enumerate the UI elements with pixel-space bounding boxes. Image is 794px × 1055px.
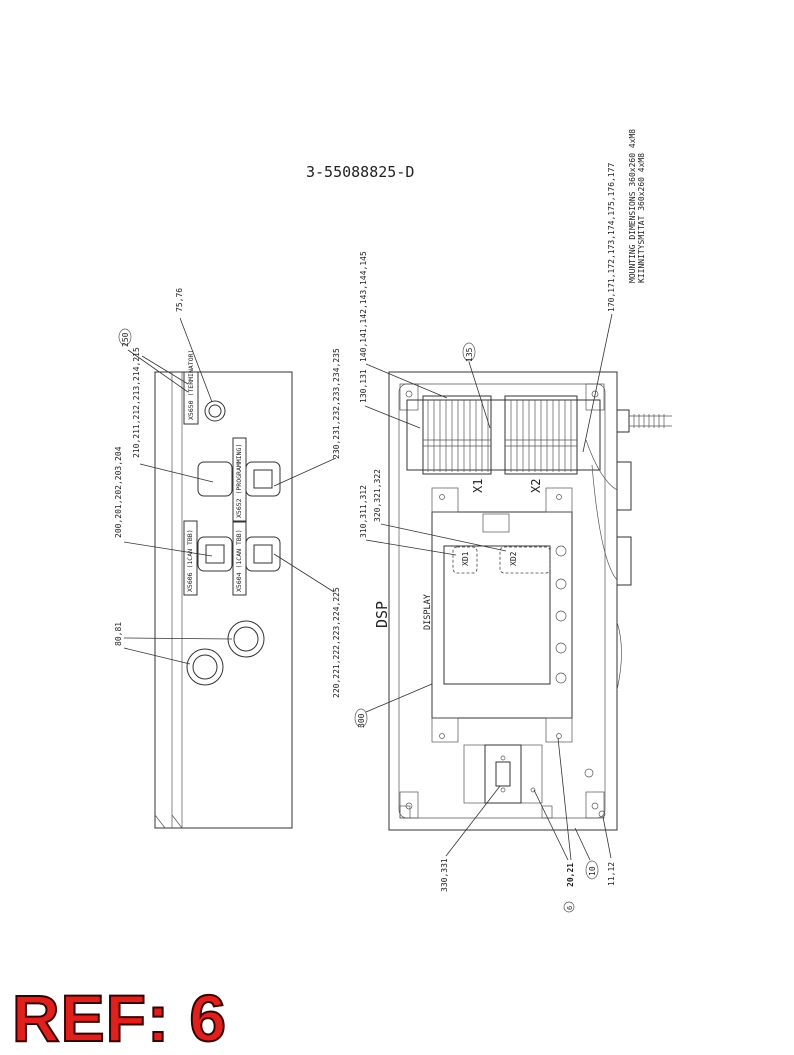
callout-300: 300: [357, 713, 366, 728]
terminal-label-x2: X2: [529, 479, 543, 493]
connector-label-x5650: X5650 (TERMINATOR): [187, 350, 195, 420]
callout-250: 250: [121, 332, 130, 347]
ref-badge: REF: 6: [11, 981, 228, 1055]
callout-210-215: 210,211,212,213,214,215: [132, 347, 141, 458]
callout-330-331: 330,331: [440, 858, 449, 892]
terminal-strip-x1: [423, 400, 491, 472]
side-view: X5650 (TERMINATOR) X5606 (1CAN TBB) X560…: [154, 350, 293, 829]
callout-170-177: 170,171,172,173,174,175,176,177: [607, 163, 616, 312]
connector-label-x5604: X5604 (1CAN TBB): [235, 529, 243, 592]
side-view-callouts: 250 75,76 210,211,212,213,214,215 200,20…: [114, 288, 341, 698]
front-view-callouts: 130,131 140,141,142,143,144,145 135 170,…: [354, 163, 616, 913]
callout-320-322: 320,321,322: [373, 469, 382, 522]
callout-310-312: 310,311,312: [359, 485, 368, 538]
callout-20-21: 20,21: [566, 863, 575, 887]
front-view: X1 X2 XD1 XD2 DSP: [373, 371, 672, 831]
callout-80-81: 80,81: [114, 622, 123, 646]
callout-140-145: 140,141,142,143,144,145: [359, 251, 368, 362]
drawing-number: 3-55088825-D: [306, 163, 414, 181]
callout-230-235: 230,231,232,233,234,235: [332, 348, 341, 459]
callout-135: 135: [465, 347, 474, 362]
connector-label-x5652: X5652 (PROGRAMMING): [235, 444, 243, 518]
mounting-dimensions-note-fi: KIINNITYSMITAT 360x260 4xM8: [637, 153, 646, 283]
callout-10: 10: [588, 866, 597, 876]
callout-75-76: 75,76: [175, 288, 184, 312]
callout-130-131: 130,131: [359, 369, 368, 403]
connector-label-x5606: X5606 (1CAN TBB): [186, 529, 194, 592]
callout-11-12: 11,12: [607, 862, 616, 886]
terminal-label-x1: X1: [471, 479, 485, 493]
callout-200-204: 200,201,202,203,204: [114, 446, 123, 538]
callout-220-225: 220,221,222,223,224,225: [332, 587, 341, 698]
connector-label-xd2: XD2: [509, 551, 518, 566]
connector-label-xd1: XD1: [461, 551, 470, 566]
callout-6: 6: [566, 906, 574, 910]
mounting-dimensions-note: MOUNTING DIMENSIONS 360x260 4xM8: [628, 129, 637, 283]
unit-label-dsp: DSP: [373, 601, 391, 628]
display-label: DISPLAY: [423, 594, 433, 630]
terminal-strip-x2: [505, 400, 577, 472]
